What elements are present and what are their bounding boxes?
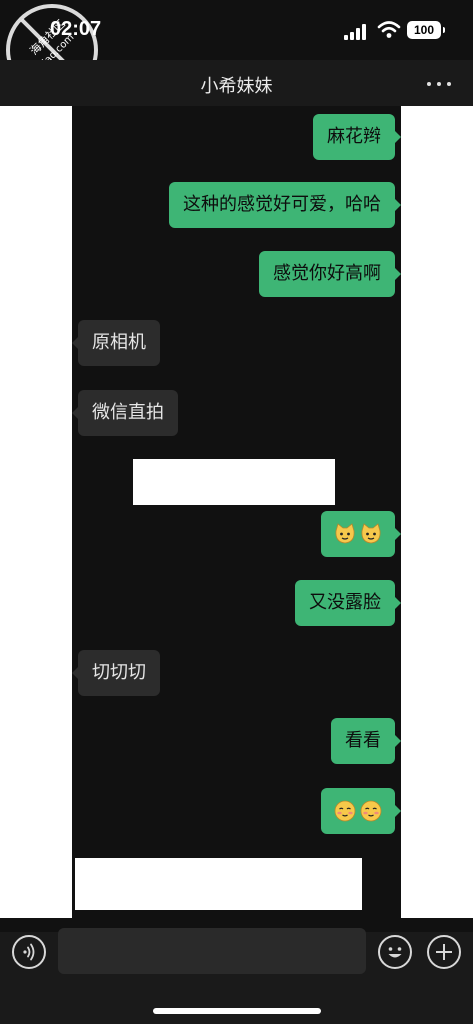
chat-header: 小希妹妹	[0, 60, 473, 106]
cellular-signal-icon	[344, 24, 370, 40]
message-bubble-incoming[interactable]: 原相机	[72, 320, 160, 366]
message-text: 看看	[345, 730, 381, 751]
message-text: 感觉你好高啊	[273, 263, 381, 284]
message-text: 原相机	[92, 332, 146, 353]
message-text: 微信直拍	[92, 402, 164, 423]
voice-button[interactable]	[12, 935, 46, 969]
message-bubble-outgoing[interactable]	[321, 788, 401, 834]
chat-title: 小希妹妹	[200, 76, 273, 97]
message-bubble-incoming[interactable]: 切切切	[72, 650, 160, 696]
message-bubble-outgoing[interactable]: 这种的感觉好可爱，哈哈	[169, 182, 401, 228]
plus-button[interactable]	[427, 935, 461, 969]
message-bubble-outgoing[interactable]: 看看	[331, 718, 401, 764]
message-text: 切切切	[92, 662, 146, 683]
input-bar	[0, 928, 473, 1024]
redacted-image	[133, 459, 335, 505]
message-bubble-outgoing[interactable]: 感觉你好高啊	[259, 251, 401, 297]
redacted-message	[75, 858, 362, 910]
cat-face-emoji-icon	[335, 523, 355, 544]
voice-icon	[23, 943, 35, 961]
blushing-face-emoji-icon	[334, 800, 356, 822]
message-text: 又没露脸	[309, 592, 381, 613]
battery-indicator: 100	[407, 21, 445, 39]
more-button[interactable]	[425, 72, 453, 94]
message-text: 这种的感觉好可爱，哈哈	[183, 194, 381, 215]
emoji-icon	[388, 947, 402, 958]
redacted-area-right	[401, 106, 473, 918]
message-bubble-outgoing[interactable]	[321, 511, 401, 557]
message-bubble-outgoing[interactable]: 麻花辫	[313, 114, 401, 160]
more-icon	[427, 82, 431, 86]
home-indicator	[153, 1008, 321, 1014]
message-input[interactable]	[58, 928, 366, 974]
emoji-button[interactable]	[378, 935, 412, 969]
wifi-icon	[377, 21, 401, 38]
message-bubble-outgoing[interactable]: 又没露脸	[295, 580, 401, 626]
message-bubble-incoming[interactable]: 微信直拍	[72, 390, 178, 436]
blushing-face-emoji-icon	[360, 800, 382, 822]
message-list[interactable]: 麻花辫 这种的感觉好可爱，哈哈 感觉你好高啊 原相机 微信直拍	[0, 106, 473, 932]
redacted-area-left	[0, 106, 72, 918]
message-text: 麻花辫	[327, 126, 381, 147]
cat-face-emoji-icon	[361, 523, 381, 544]
